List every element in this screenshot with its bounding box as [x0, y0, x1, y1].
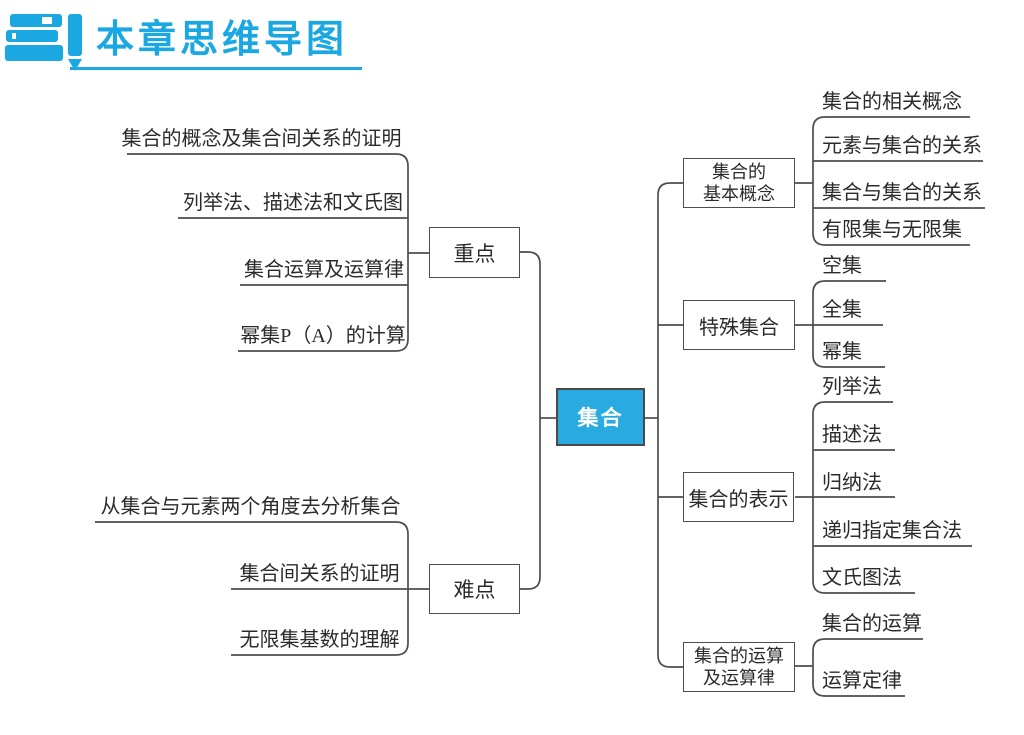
leaf-item: 无限集基数的理解 [239, 629, 400, 651]
leaf-item: 描述法 [822, 424, 882, 446]
box-label-line: 集合的 [712, 162, 766, 182]
root-node-set: 集合 [556, 388, 645, 446]
box-label-line: 集合的运算 [694, 646, 784, 666]
leaf-item: 集合间关系的证明 [239, 563, 400, 585]
box-label: 集合的表示 [688, 488, 789, 511]
right-box-set-operations: 集合的运算 及运算律 [683, 642, 795, 692]
leaf-item: 幂集P（A）的计算 [240, 325, 406, 347]
books-pencil-icon [5, 14, 82, 71]
right-box-set-representation: 集合的表示 [683, 472, 794, 522]
leaf-item: 归纳法 [822, 472, 882, 494]
leaf-item: 递归指定集合法 [822, 520, 962, 542]
root-node-label: 集合 [577, 406, 624, 430]
left-box-difficult-points: 难点 [429, 564, 520, 614]
trunk-line [657, 182, 683, 668]
left-box-key-points: 重点 [429, 227, 520, 278]
leaf-item: 列举法、描述法和文氏图 [183, 192, 403, 214]
leaf-item: 幂集 [822, 341, 862, 363]
leaf-item: 空集 [822, 255, 862, 277]
leaf-item: 集合的相关概念 [822, 91, 962, 113]
box-label: 特殊集合 [699, 316, 779, 339]
branch-line [812, 116, 970, 246]
branch-line [812, 280, 886, 368]
box-label: 重点 [453, 241, 496, 266]
leaf-item: 从集合与元素两个角度去分析集合 [100, 496, 401, 518]
title-underline [70, 67, 362, 70]
box-label-line: 基本概念 [703, 184, 775, 204]
branch-line [127, 153, 409, 352]
box-label-line: 及运算律 [703, 668, 775, 688]
page-title: 本章思维导图 [96, 19, 349, 61]
leaf-item: 列举法 [822, 376, 882, 398]
leaf-item: 集合的概念及集合间关系的证明 [121, 128, 402, 150]
right-box-special-sets: 特殊集合 [683, 300, 795, 350]
leaf-item: 元素与集合的关系 [822, 135, 982, 157]
leaf-item: 有限集与无限集 [822, 219, 962, 241]
leaf-item: 运算定律 [822, 670, 902, 692]
leaf-item: 集合运算及运算律 [244, 259, 404, 281]
trunk-line [520, 251, 541, 590]
leaf-item: 集合的运算 [822, 613, 922, 635]
leaf-item: 集合与集合的关系 [822, 182, 982, 204]
leaf-item: 全集 [822, 299, 862, 321]
leaf-item: 文氏图法 [822, 567, 902, 589]
box-label: 难点 [453, 578, 496, 602]
right-box-basic-concepts: 集合的 基本概念 [683, 158, 795, 208]
branch-line [812, 638, 923, 697]
